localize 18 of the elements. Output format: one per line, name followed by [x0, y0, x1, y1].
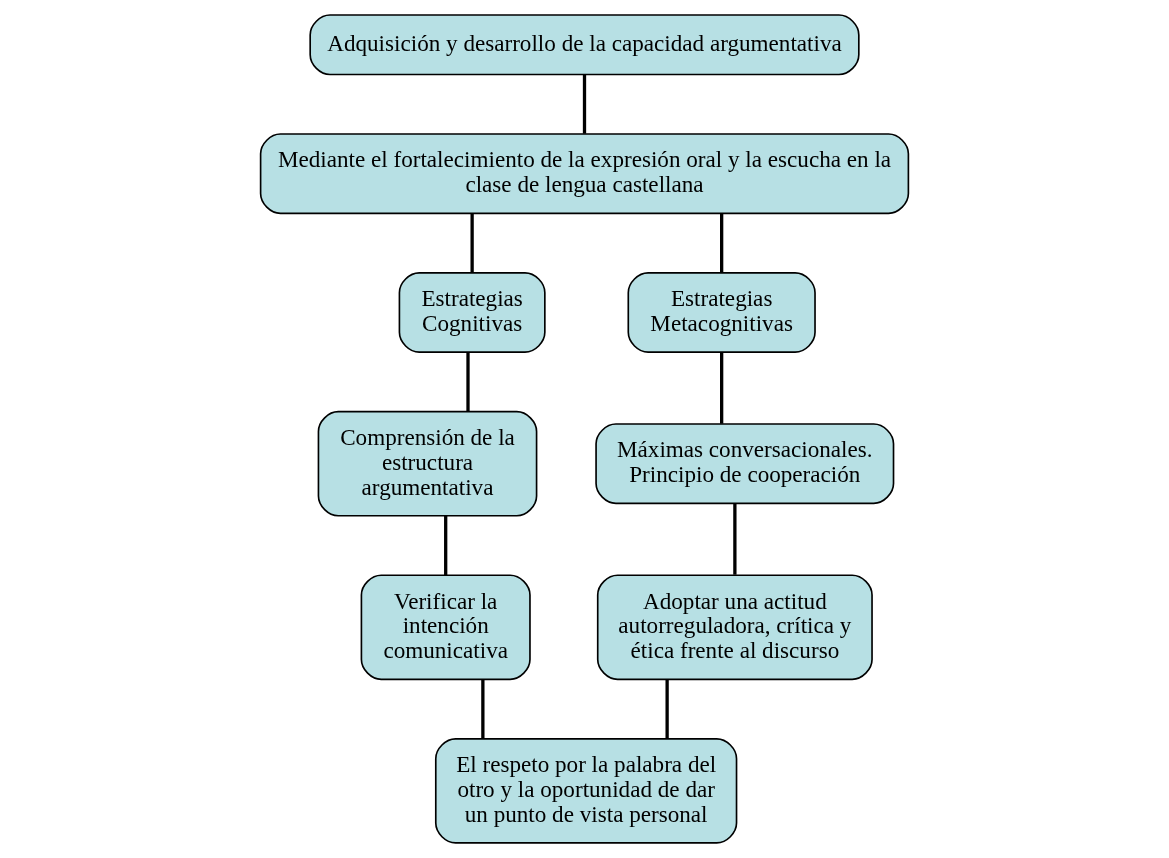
- node-box: Máximas conversacionales. Principio de cooperación: [595, 423, 895, 505]
- connector: [733, 503, 737, 575]
- connector: [720, 213, 724, 273]
- node-box: Comprensión de la estructura argumentativa: [317, 410, 538, 517]
- connector: [582, 74, 587, 134]
- connector: [481, 679, 485, 739]
- connector: [470, 213, 474, 273]
- node-box: Estrategias Metacognitivas: [627, 272, 816, 353]
- node-box: Adquisición y desarrollo de la capacidad argumentativa: [309, 14, 860, 76]
- connector: [444, 515, 448, 575]
- node-box: Mediante el fortalecimiento de la expresión oral y la escucha en la clase de lengua castellana: [259, 133, 910, 215]
- connector: [665, 679, 669, 739]
- node-box: Verificar la intención comunicativa: [360, 574, 531, 681]
- node-box: El respeto por la palabra del otro y la oportunidad de dar un punto de vista personal: [434, 738, 738, 844]
- node-box: Adoptar una actitud autorreguladora, crítica y ética frente al discurso: [596, 574, 873, 681]
- node-box: Estrategias Cognitivas: [398, 272, 546, 353]
- connector: [466, 352, 470, 412]
- connector: [720, 352, 724, 424]
